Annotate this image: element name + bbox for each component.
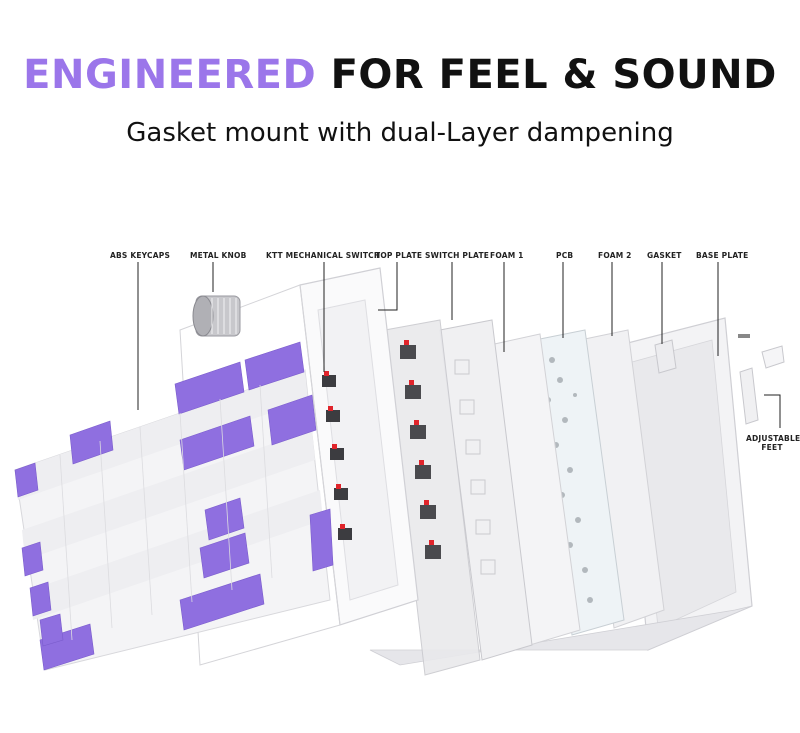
- ktt-switches: [400, 340, 441, 559]
- subheadline: Gasket mount with dual-Layer dampening: [126, 118, 674, 148]
- label-foam-2: FOAM 2: [598, 251, 632, 260]
- gasket: [654, 339, 677, 374]
- switch-plate: [439, 319, 533, 661]
- label-abs-keycaps: ABS KEYCAPS: [110, 251, 171, 260]
- label-top-plate: TOP PLATE: [375, 251, 423, 260]
- label-switch-plate: SWITCH PLATE: [425, 251, 490, 260]
- label-base-plate: BASE PLATE: [696, 251, 749, 260]
- label-metal-knob: METAL KNOB: [190, 251, 247, 260]
- label-gasket: GASKET: [647, 251, 682, 260]
- label-foam-1: FOAM 1: [490, 251, 524, 260]
- headline-accent: ENGINEERED: [23, 52, 317, 98]
- label-adjustable-feet: ADJUSTABLE FEET: [746, 434, 800, 452]
- label-ktt-switch: KTT MECHANICAL SWITCH: [266, 251, 381, 260]
- abs-keycaps: [14, 341, 334, 671]
- metal-knob-icon: [192, 295, 241, 337]
- callout-leaders: [137, 262, 781, 428]
- headline: ENGINEERED FOR FEEL & SOUND: [0, 52, 800, 98]
- adjustable-foot: [761, 345, 785, 369]
- label-adjustable-feet-line1: ADJUSTABLE: [746, 434, 800, 443]
- label-adjustable-feet-line2: FEET: [761, 443, 783, 452]
- label-pcb: PCB: [556, 251, 574, 260]
- headline-rest: FOR FEEL & SOUND: [330, 52, 777, 98]
